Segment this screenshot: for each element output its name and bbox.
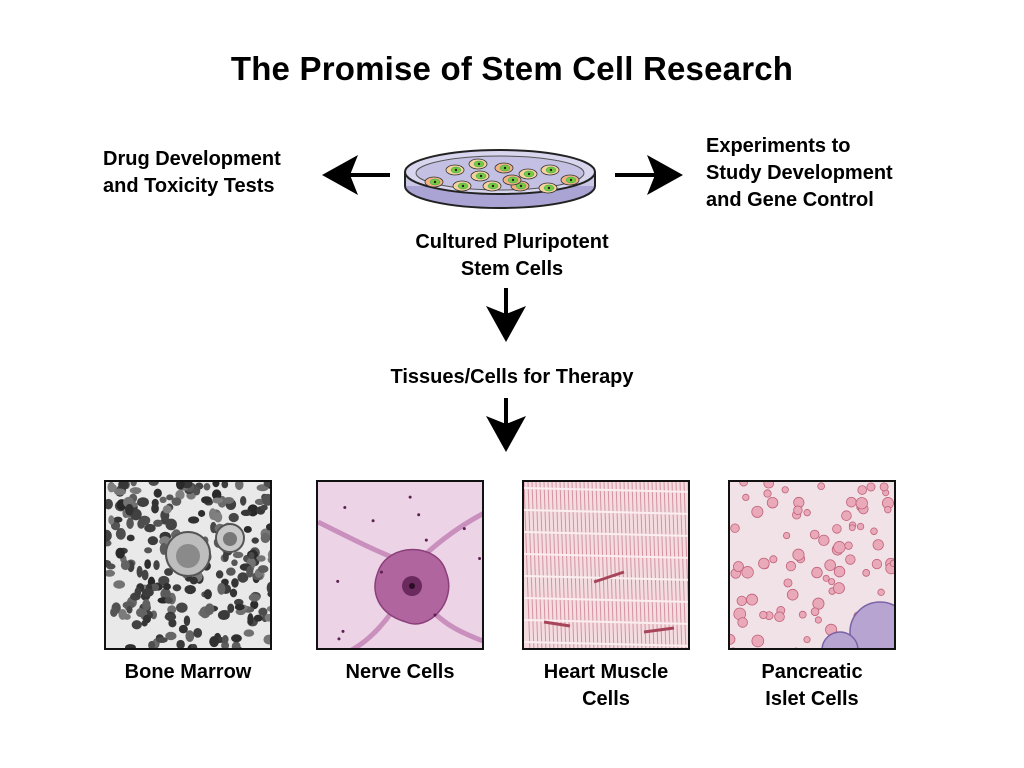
- therapy-label: Tissues/Cells for Therapy: [390, 366, 634, 388]
- pancreatic-islet-micrograph-icon: [728, 480, 896, 650]
- experiments-label: Experiments to Study Development and Gen…: [706, 135, 893, 211]
- nerve-cell-micrograph-icon: [316, 480, 484, 650]
- stem-cells: [424, 158, 580, 194]
- nerve-cells-caption: Nerve Cells: [345, 661, 455, 683]
- drug-development-label: Drug Development and Toxicity Tests: [103, 148, 281, 197]
- pancreatic-caption: Pancreatic Islet Cells: [761, 661, 863, 710]
- bone-marrow-micrograph-icon: [104, 480, 272, 650]
- heart-muscle-micrograph-icon: [522, 480, 690, 650]
- petri-dish-icon: [404, 149, 596, 209]
- page-title: The Promise of Stem Cell Research: [230, 50, 794, 87]
- cultured-stem-cells-label: Cultured Pluripotent Stem Cells: [415, 231, 609, 280]
- bone-marrow-caption: Bone Marrow: [124, 661, 252, 683]
- heart-muscle-caption: Heart Muscle Cells: [543, 661, 669, 710]
